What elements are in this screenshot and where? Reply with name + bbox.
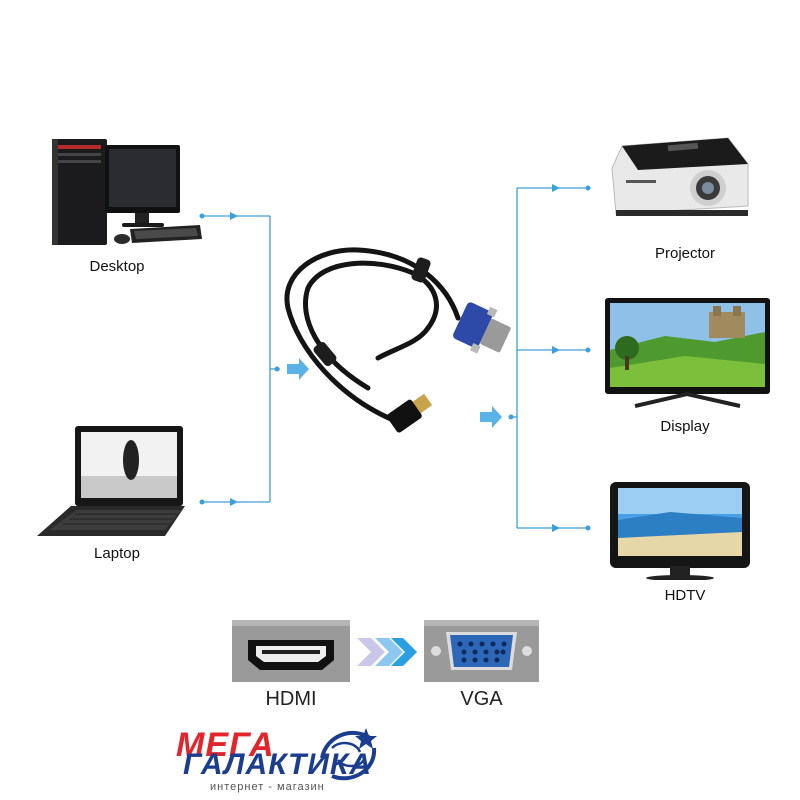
display-monitor-icon [605, 298, 770, 408]
projector-icon [611, 137, 749, 216]
hdmi-port-icon [232, 620, 350, 682]
target-label-projector: Projector [654, 245, 716, 262]
chevron-arrows-icon [357, 638, 417, 666]
connector-label-vga: VGA [460, 688, 503, 710]
vga-port-icon [424, 620, 539, 682]
target-label-display: Display [660, 418, 710, 435]
logo-line1: МЕГА [176, 726, 275, 764]
desktop-computer-icon [52, 139, 202, 245]
laptop-icon [37, 426, 185, 536]
source-label-laptop: Laptop [94, 545, 140, 562]
source-label-desktop: Desktop [89, 258, 145, 275]
hdtv-icon [610, 482, 750, 580]
target-label-hdtv: HDTV [664, 587, 706, 604]
logo-galaxy-emblem [320, 728, 377, 781]
logo-tagline: интернет - магазин [210, 781, 325, 793]
hdmi-vga-cable-image [284, 247, 511, 433]
logo-line2: ГАЛАКТИКА [183, 748, 373, 781]
connector-label-hdmi: HDMI [265, 688, 317, 710]
